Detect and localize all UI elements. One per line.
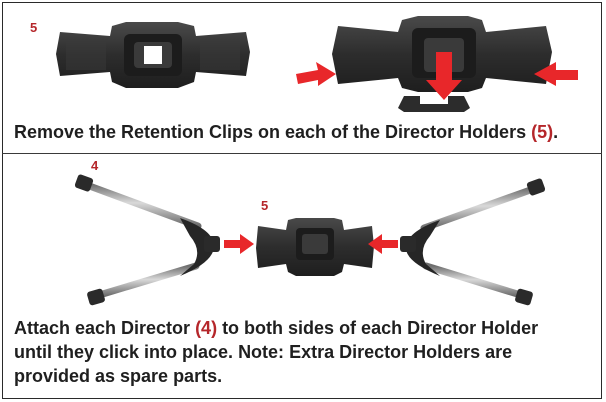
section-divider bbox=[2, 153, 602, 154]
part-label-holder: 5 bbox=[30, 20, 38, 35]
part-label-director: 4 bbox=[91, 158, 99, 173]
director-holder-clip-removal bbox=[332, 16, 552, 112]
instruction-text: Remove the Retention Clips on each of th… bbox=[14, 122, 532, 142]
left-arrow-icon bbox=[368, 234, 398, 254]
step2-instruction: Attach each Director (4) to both sides o… bbox=[14, 316, 574, 388]
director-right bbox=[400, 178, 546, 306]
note-text: Extra Director Holders are provided as s… bbox=[14, 342, 513, 386]
part-reference: (4) bbox=[195, 318, 218, 338]
right-arrow-icon bbox=[224, 234, 254, 254]
director-holder bbox=[256, 218, 374, 276]
director-holder-with-clip bbox=[56, 22, 250, 88]
down-arrow-icon bbox=[426, 52, 462, 100]
director-left bbox=[74, 174, 220, 306]
left-arrow-icon bbox=[534, 62, 578, 86]
page-frame bbox=[2, 2, 602, 399]
part-reference: (5) bbox=[531, 122, 554, 142]
step1-instruction: Remove the Retention Clips on each of th… bbox=[14, 122, 604, 143]
instruction-text: Attach each Director bbox=[14, 318, 196, 338]
note-label: Note: bbox=[238, 342, 285, 362]
instruction-text: to both sides of each Director Holder un… bbox=[14, 318, 539, 362]
right-arrow-icon bbox=[296, 62, 336, 86]
part-label-holder: 5 bbox=[261, 198, 269, 213]
instruction-text: . bbox=[553, 122, 559, 142]
